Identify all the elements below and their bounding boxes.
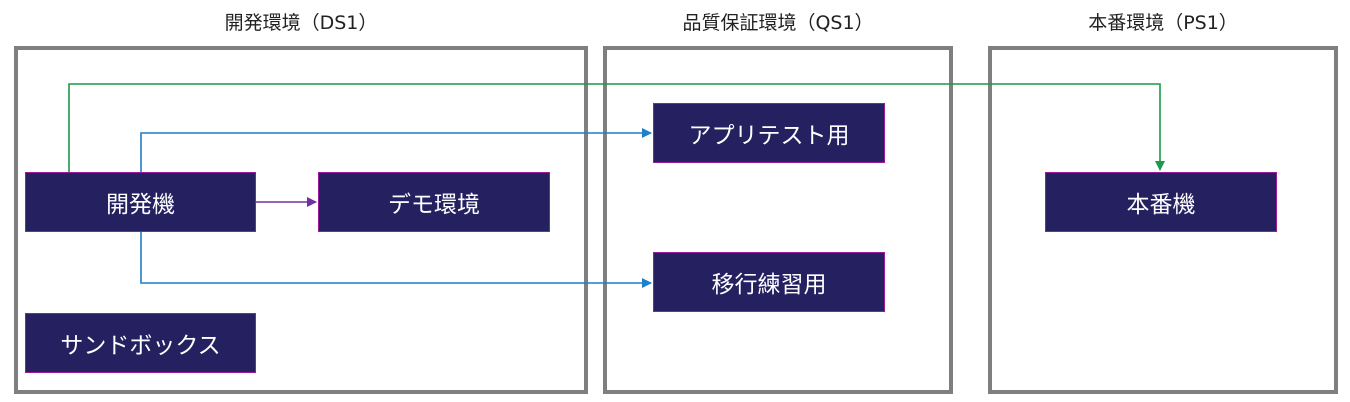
dev-env-title: 開発環境（DS1） bbox=[224, 12, 378, 34]
node-dev-machine: 開発機 bbox=[25, 172, 256, 232]
node-sandbox: サンドボックス bbox=[25, 313, 256, 373]
qa-env-frame bbox=[603, 46, 953, 394]
qa-env-title: 品質保証環境（QS1） bbox=[682, 12, 874, 34]
node-demo-env: デモ環境 bbox=[318, 172, 550, 232]
node-app-test: アプリテスト用 bbox=[653, 103, 885, 163]
node-prod-machine: 本番機 bbox=[1045, 172, 1277, 232]
node-migration-practice: 移行練習用 bbox=[653, 252, 885, 312]
prod-env-title: 本番環境（PS1） bbox=[1088, 12, 1238, 34]
